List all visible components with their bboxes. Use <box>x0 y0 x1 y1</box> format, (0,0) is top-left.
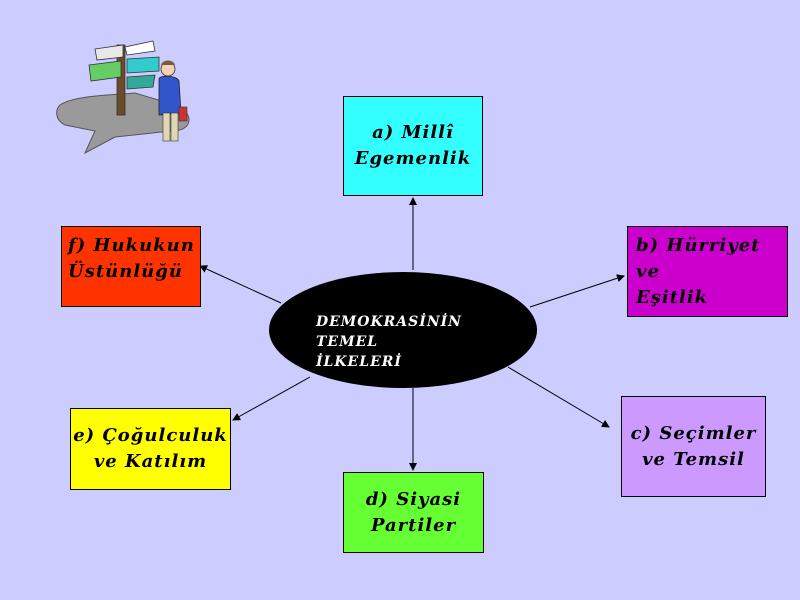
node-label-line: f) Hukukun <box>68 235 195 256</box>
center-label-line: DEMOKRASİNİN <box>316 314 462 330</box>
center-label: DEMOKRASİNİN TEMEL İLKELERİ <box>316 312 516 372</box>
node-label-line: b) Hürriyet ve <box>636 234 761 282</box>
node-milli-egemenlik: a) Millî Egemenlik <box>343 96 483 196</box>
node-siyasi-partiler: d) Siyasi Partiler <box>343 472 484 553</box>
node-hurriyet-ve-esitlik: b) Hürriyet ve Eşitlik <box>627 226 788 317</box>
node-label-line: ve Katılım <box>93 451 208 472</box>
node-label-line: Eşitlik <box>636 286 709 308</box>
node-label-line: e) Çoğulculuk <box>73 425 228 446</box>
node-label-line: Egemenlik <box>354 148 472 169</box>
node-label-line: Üstünlüğü <box>68 261 183 282</box>
node-label-line: c) Seçimler <box>630 422 757 444</box>
node-cogulculuk-ve-katilim: e) Çoğulculuk ve Katılım <box>70 408 231 490</box>
node-label-line: d) Siyasi <box>365 488 462 510</box>
center-ellipse <box>269 272 537 388</box>
arrow-to-b <box>529 274 625 308</box>
center-label-line: TEMEL <box>316 334 379 350</box>
man-at-signpost-icon <box>56 40 190 155</box>
arrow-to-c <box>507 366 610 428</box>
node-secimler-ve-temsil: c) Seçimler ve Temsil <box>621 396 766 497</box>
node-label-line: ve Temsil <box>642 448 745 470</box>
arrow-to-e <box>232 376 311 421</box>
node-hukukun-ustunlugu: f) Hukukun Üstünlüğü <box>61 226 201 307</box>
arrow-to-f <box>199 265 282 304</box>
node-label-line: Partiler <box>370 514 457 536</box>
center-label-line: İLKELERİ <box>316 354 402 370</box>
node-label-line: a) Millî <box>372 122 454 143</box>
